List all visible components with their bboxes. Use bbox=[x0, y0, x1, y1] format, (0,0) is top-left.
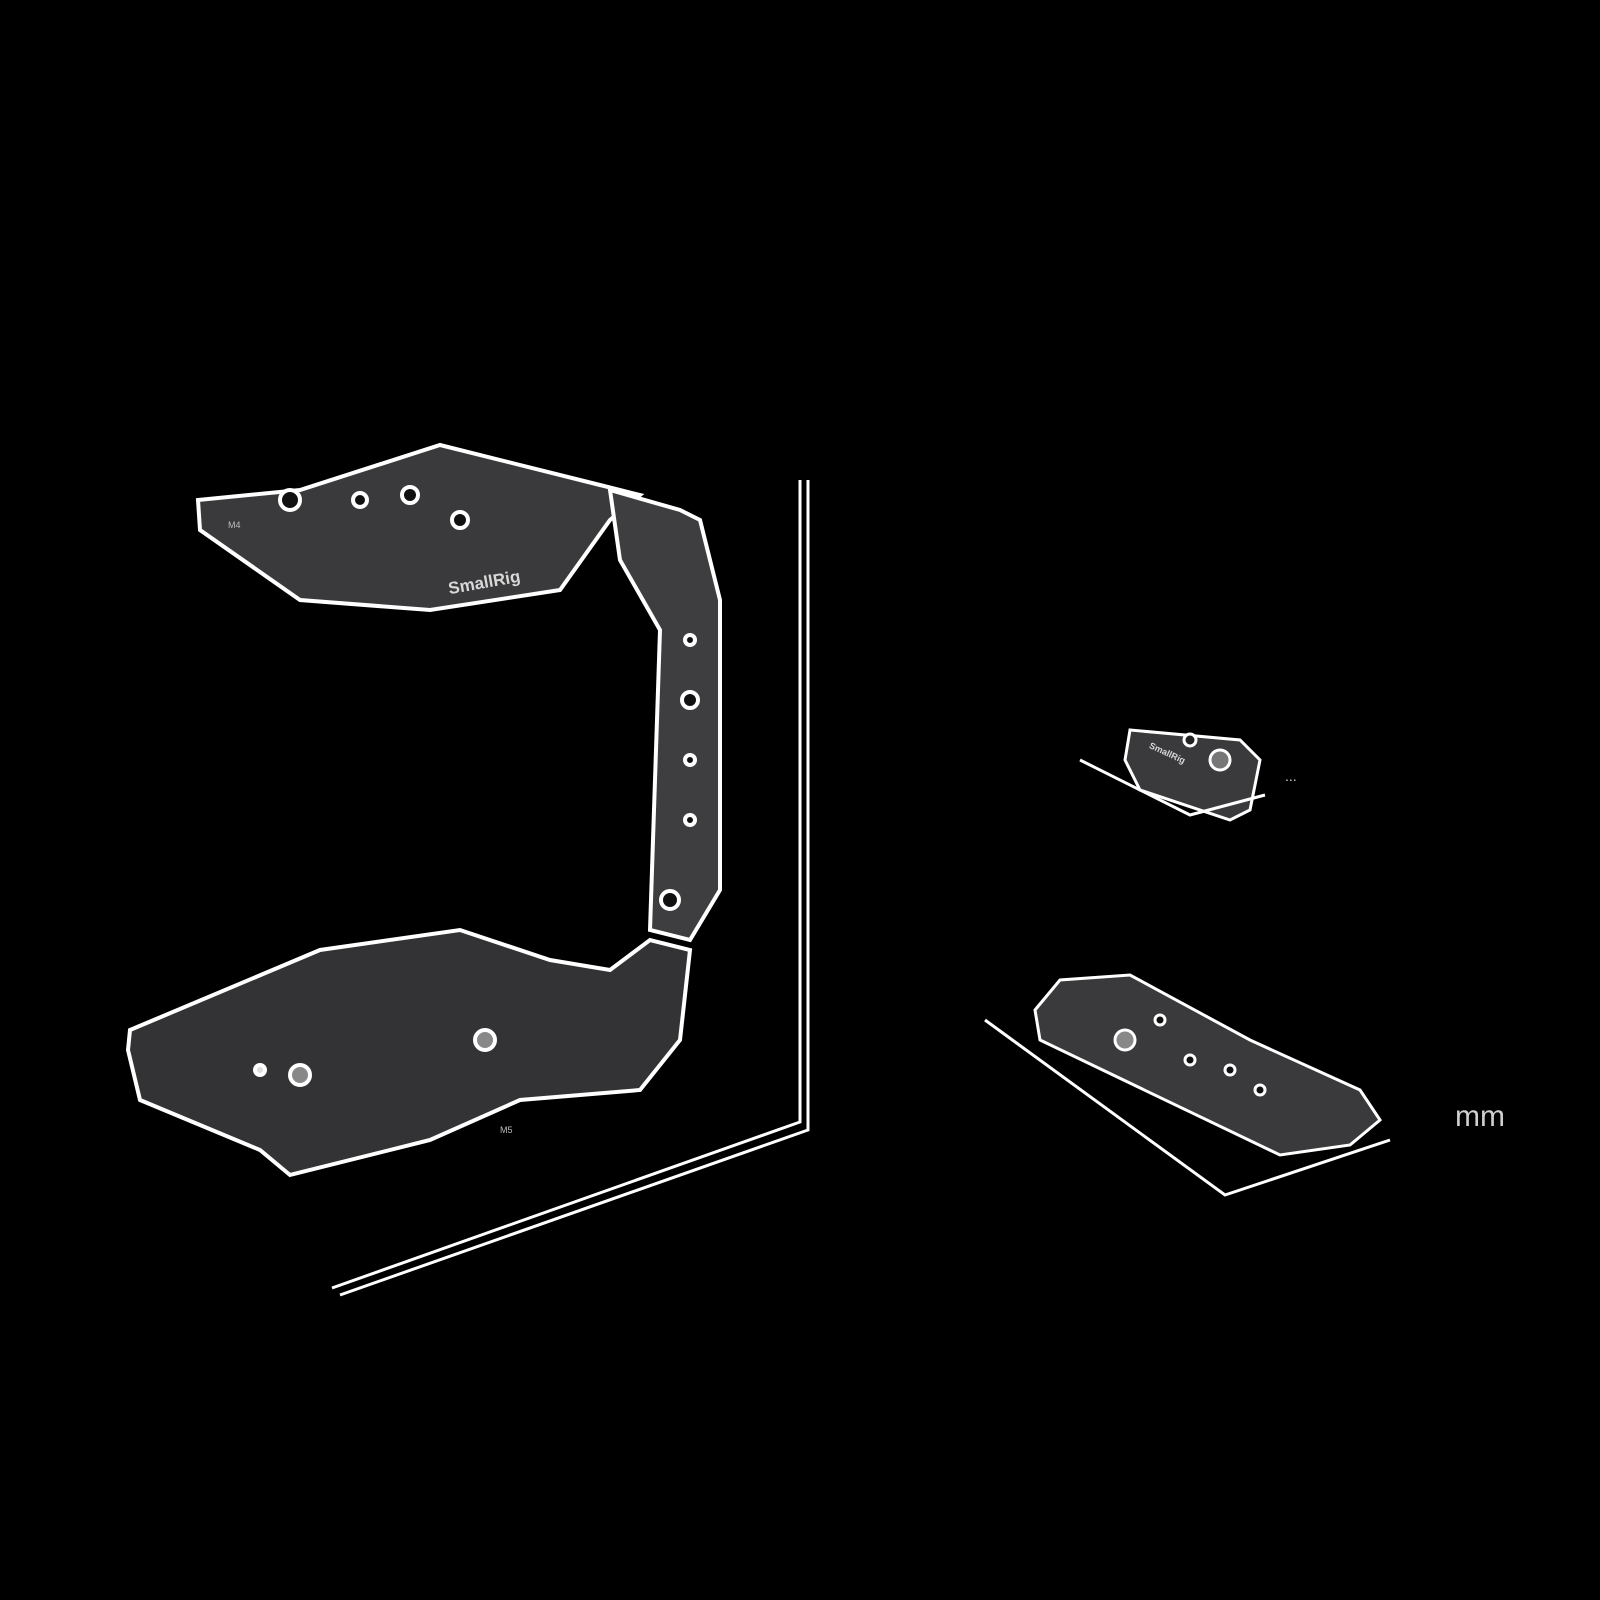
cage bbox=[125, 442, 722, 1178]
large-plate-dimension-label: mm bbox=[1455, 1100, 1505, 1133]
small-plate-dimension-label: ... bbox=[1285, 768, 1297, 784]
top-handle-plate bbox=[984, 973, 1391, 1197]
cage-label-m5: M5 bbox=[500, 1125, 513, 1135]
cage-label-m4: M4 bbox=[228, 520, 241, 530]
cage-dimension-lines bbox=[331, 480, 810, 1297]
small-mount-plate bbox=[1079, 728, 1266, 822]
